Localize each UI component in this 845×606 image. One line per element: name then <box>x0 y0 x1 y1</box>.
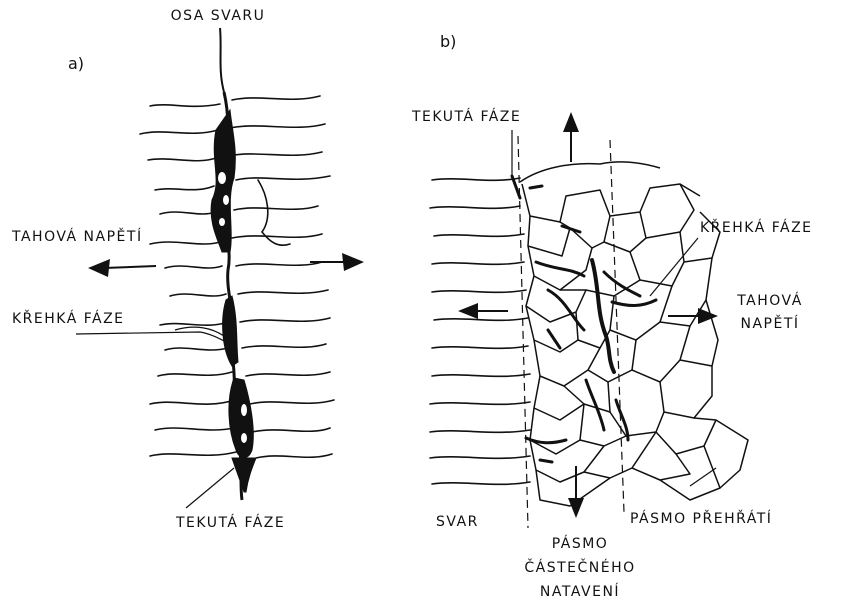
tensile-stress-label-b-line2: NAPĚTÍ <box>740 317 799 331</box>
panel-b-letter: b) <box>440 34 456 50</box>
tensile-stress-label-b-line1: TAHOVÁ <box>737 294 803 308</box>
panel-b-leaders <box>512 130 716 486</box>
panel-a-leaders <box>76 327 234 508</box>
tensile-arrow-left-a <box>88 259 156 277</box>
tensile-arrow-right-a <box>310 253 364 271</box>
weld-label: SVAR <box>436 515 479 529</box>
panel-a-letter: a) <box>68 56 84 72</box>
tensile-stress-label-a: TAHOVÁ NAPĚTÍ <box>12 230 143 244</box>
weld-axis-label: OSA SVARU <box>171 9 266 23</box>
partial-melt-label-line3: NATAVENÍ <box>540 585 620 599</box>
panel-b-equiaxed-grains <box>520 162 748 506</box>
liquid-phase-label-a: TEKUTÁ FÁZE <box>176 516 285 530</box>
partial-melt-label-line1: PÁSMO <box>552 537 609 551</box>
panel-b-liquid-films <box>512 176 656 462</box>
liquid-up-arrow-b <box>563 112 579 162</box>
liquid-phase-label-b: TEKUTÁ FÁZE <box>412 110 521 124</box>
brittle-phase-label-a: KŘEHKÁ FÁZE <box>12 312 125 326</box>
partial-melt-label-line2: ČÁSTEČNÉHO <box>524 561 635 575</box>
brittle-phase-label-b: KŘEHKÁ FÁZE <box>700 221 813 235</box>
tensile-arrow-left-b <box>458 303 508 319</box>
panel-b-columnar-grains <box>430 178 530 484</box>
overheat-zone-label: PÁSMO PŘEHŘÁTÍ <box>630 512 772 526</box>
